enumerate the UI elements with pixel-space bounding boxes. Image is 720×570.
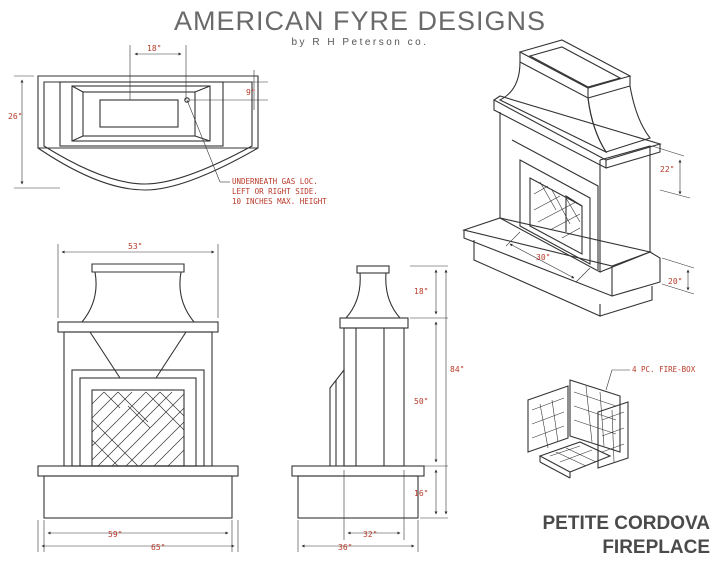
iso-dim-30: 30": [536, 253, 550, 262]
side-dim-depth-inner: 32": [363, 530, 377, 539]
product-title: PETITE CORDOVA FIREPLACE: [543, 512, 711, 560]
top-dim-width: 18": [147, 44, 161, 53]
side-dim-base: 16": [414, 489, 428, 498]
side-dim-mid: 50": [414, 397, 428, 406]
brand-logo-title: AMERICAN FYRE DESIGNS: [173, 6, 547, 36]
front-herringbone: [91, 391, 185, 467]
firebox-detail: 4 PC. FIRE-BOX: [527, 365, 696, 479]
firebox-label: 4 PC. FIRE-BOX: [632, 365, 696, 374]
side-dim-hood: 18": [414, 287, 428, 296]
front-view: 53" 59" 65": [37, 242, 239, 552]
iso-dim-20: 20": [668, 277, 682, 286]
gas-note-line2: LEFT OR RIGHT SIDE.: [232, 187, 318, 196]
brand-logo-subtitle: by R H Peterson co.: [291, 37, 429, 48]
side-view: 18" 84" 50" 16" 32" 36": [291, 265, 464, 552]
product-title-line2: FIREPLACE: [602, 537, 710, 558]
top-view: 18" 9" 26" UNDERNEATH GAS LOC. LEFT OR R…: [8, 44, 327, 206]
side-dim-depth-outer: 36": [338, 543, 352, 552]
top-dim-depth: 26": [8, 112, 22, 121]
isometric-view: 22" 30" 20": [462, 39, 695, 317]
front-dim-base-outer: 65": [151, 543, 165, 552]
top-dim-inner-depth: 9": [246, 88, 256, 97]
product-title-line1: PETITE CORDOVA: [542, 513, 711, 534]
iso-herringbone: [533, 181, 581, 239]
front-dim-top: 53": [128, 242, 142, 251]
iso-dim-22: 22": [660, 165, 674, 174]
gas-note-line3: 10 INCHES MAX. HEIGHT: [232, 197, 327, 206]
gas-note-line1: UNDERNEATH GAS LOC.: [232, 177, 318, 186]
firebox-herringbone: [531, 385, 625, 467]
front-dim-base-inner: 59": [108, 530, 122, 539]
side-dim-total: 84": [450, 365, 464, 374]
